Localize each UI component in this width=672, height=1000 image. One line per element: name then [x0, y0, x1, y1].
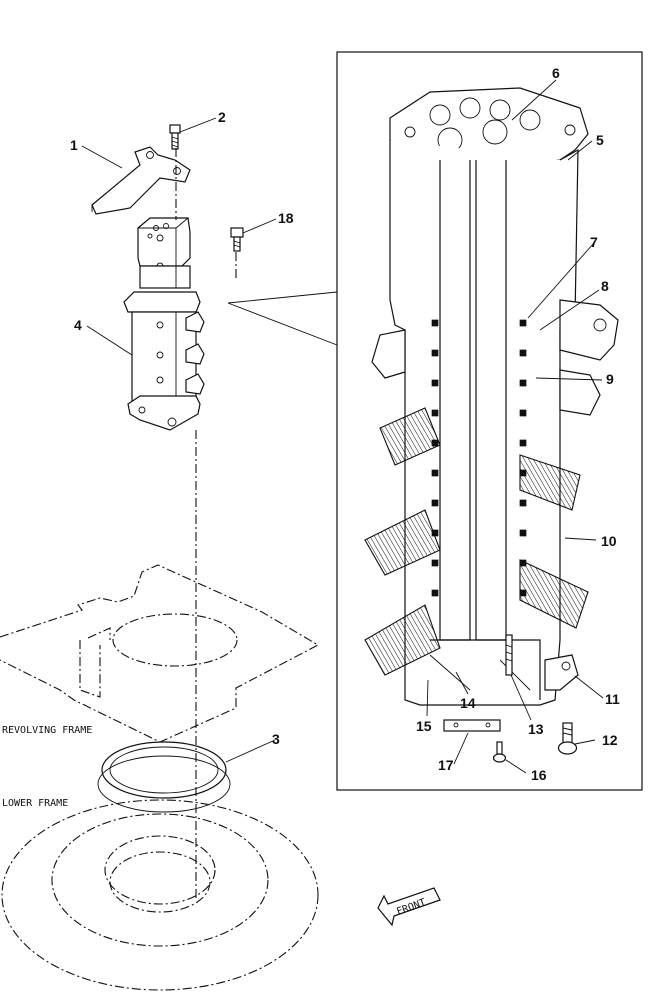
detail-leader-lines — [227, 291, 338, 346]
revolving-frame-label: REVOLVING FRAME — [2, 725, 92, 736]
part-4-swivel-joint — [123, 217, 205, 431]
revolving-frame-outline — [0, 564, 320, 743]
part-1-bracket — [91, 146, 191, 215]
callout-6: 6 — [552, 65, 560, 81]
callout-17: 17 — [438, 757, 454, 773]
lower-frame-label: LOWER FRAME — [2, 798, 68, 809]
callout-14: 14 — [460, 695, 476, 711]
callout-18: 18 — [278, 210, 294, 226]
callout-9: 9 — [606, 371, 614, 387]
lower-frame-outline — [1, 799, 319, 991]
part-2-bolt — [169, 124, 181, 150]
callout-8: 8 — [601, 278, 609, 294]
callout-15: 15 — [416, 718, 432, 734]
callout-16: 16 — [531, 767, 547, 783]
callout-numbers: 1 2 3 4 5 6 7 8 9 10 11 12 13 14 15 16 1… — [70, 65, 620, 783]
part-18-bolt — [230, 227, 244, 252]
part-3-seal-ring — [97, 741, 231, 813]
callout-3: 3 — [272, 731, 280, 747]
front-direction-arrow: FRONT — [377, 887, 441, 927]
callout-2: 2 — [218, 109, 226, 125]
callout-5: 5 — [596, 132, 604, 148]
callout-4: 4 — [74, 317, 82, 333]
callout-1: 1 — [70, 137, 78, 153]
callout-11: 11 — [605, 691, 620, 707]
callout-leaders — [81, 79, 604, 774]
callout-12: 12 — [602, 732, 618, 748]
callout-7: 7 — [590, 234, 598, 250]
part-17-plate — [443, 719, 501, 732]
callout-10: 10 — [601, 533, 617, 549]
swivel-cutaway — [364, 87, 619, 706]
detail-frame — [336, 51, 643, 791]
callout-13: 13 — [528, 721, 544, 737]
part-16-screw — [492, 741, 507, 763]
part-12-bolt — [557, 722, 578, 755]
